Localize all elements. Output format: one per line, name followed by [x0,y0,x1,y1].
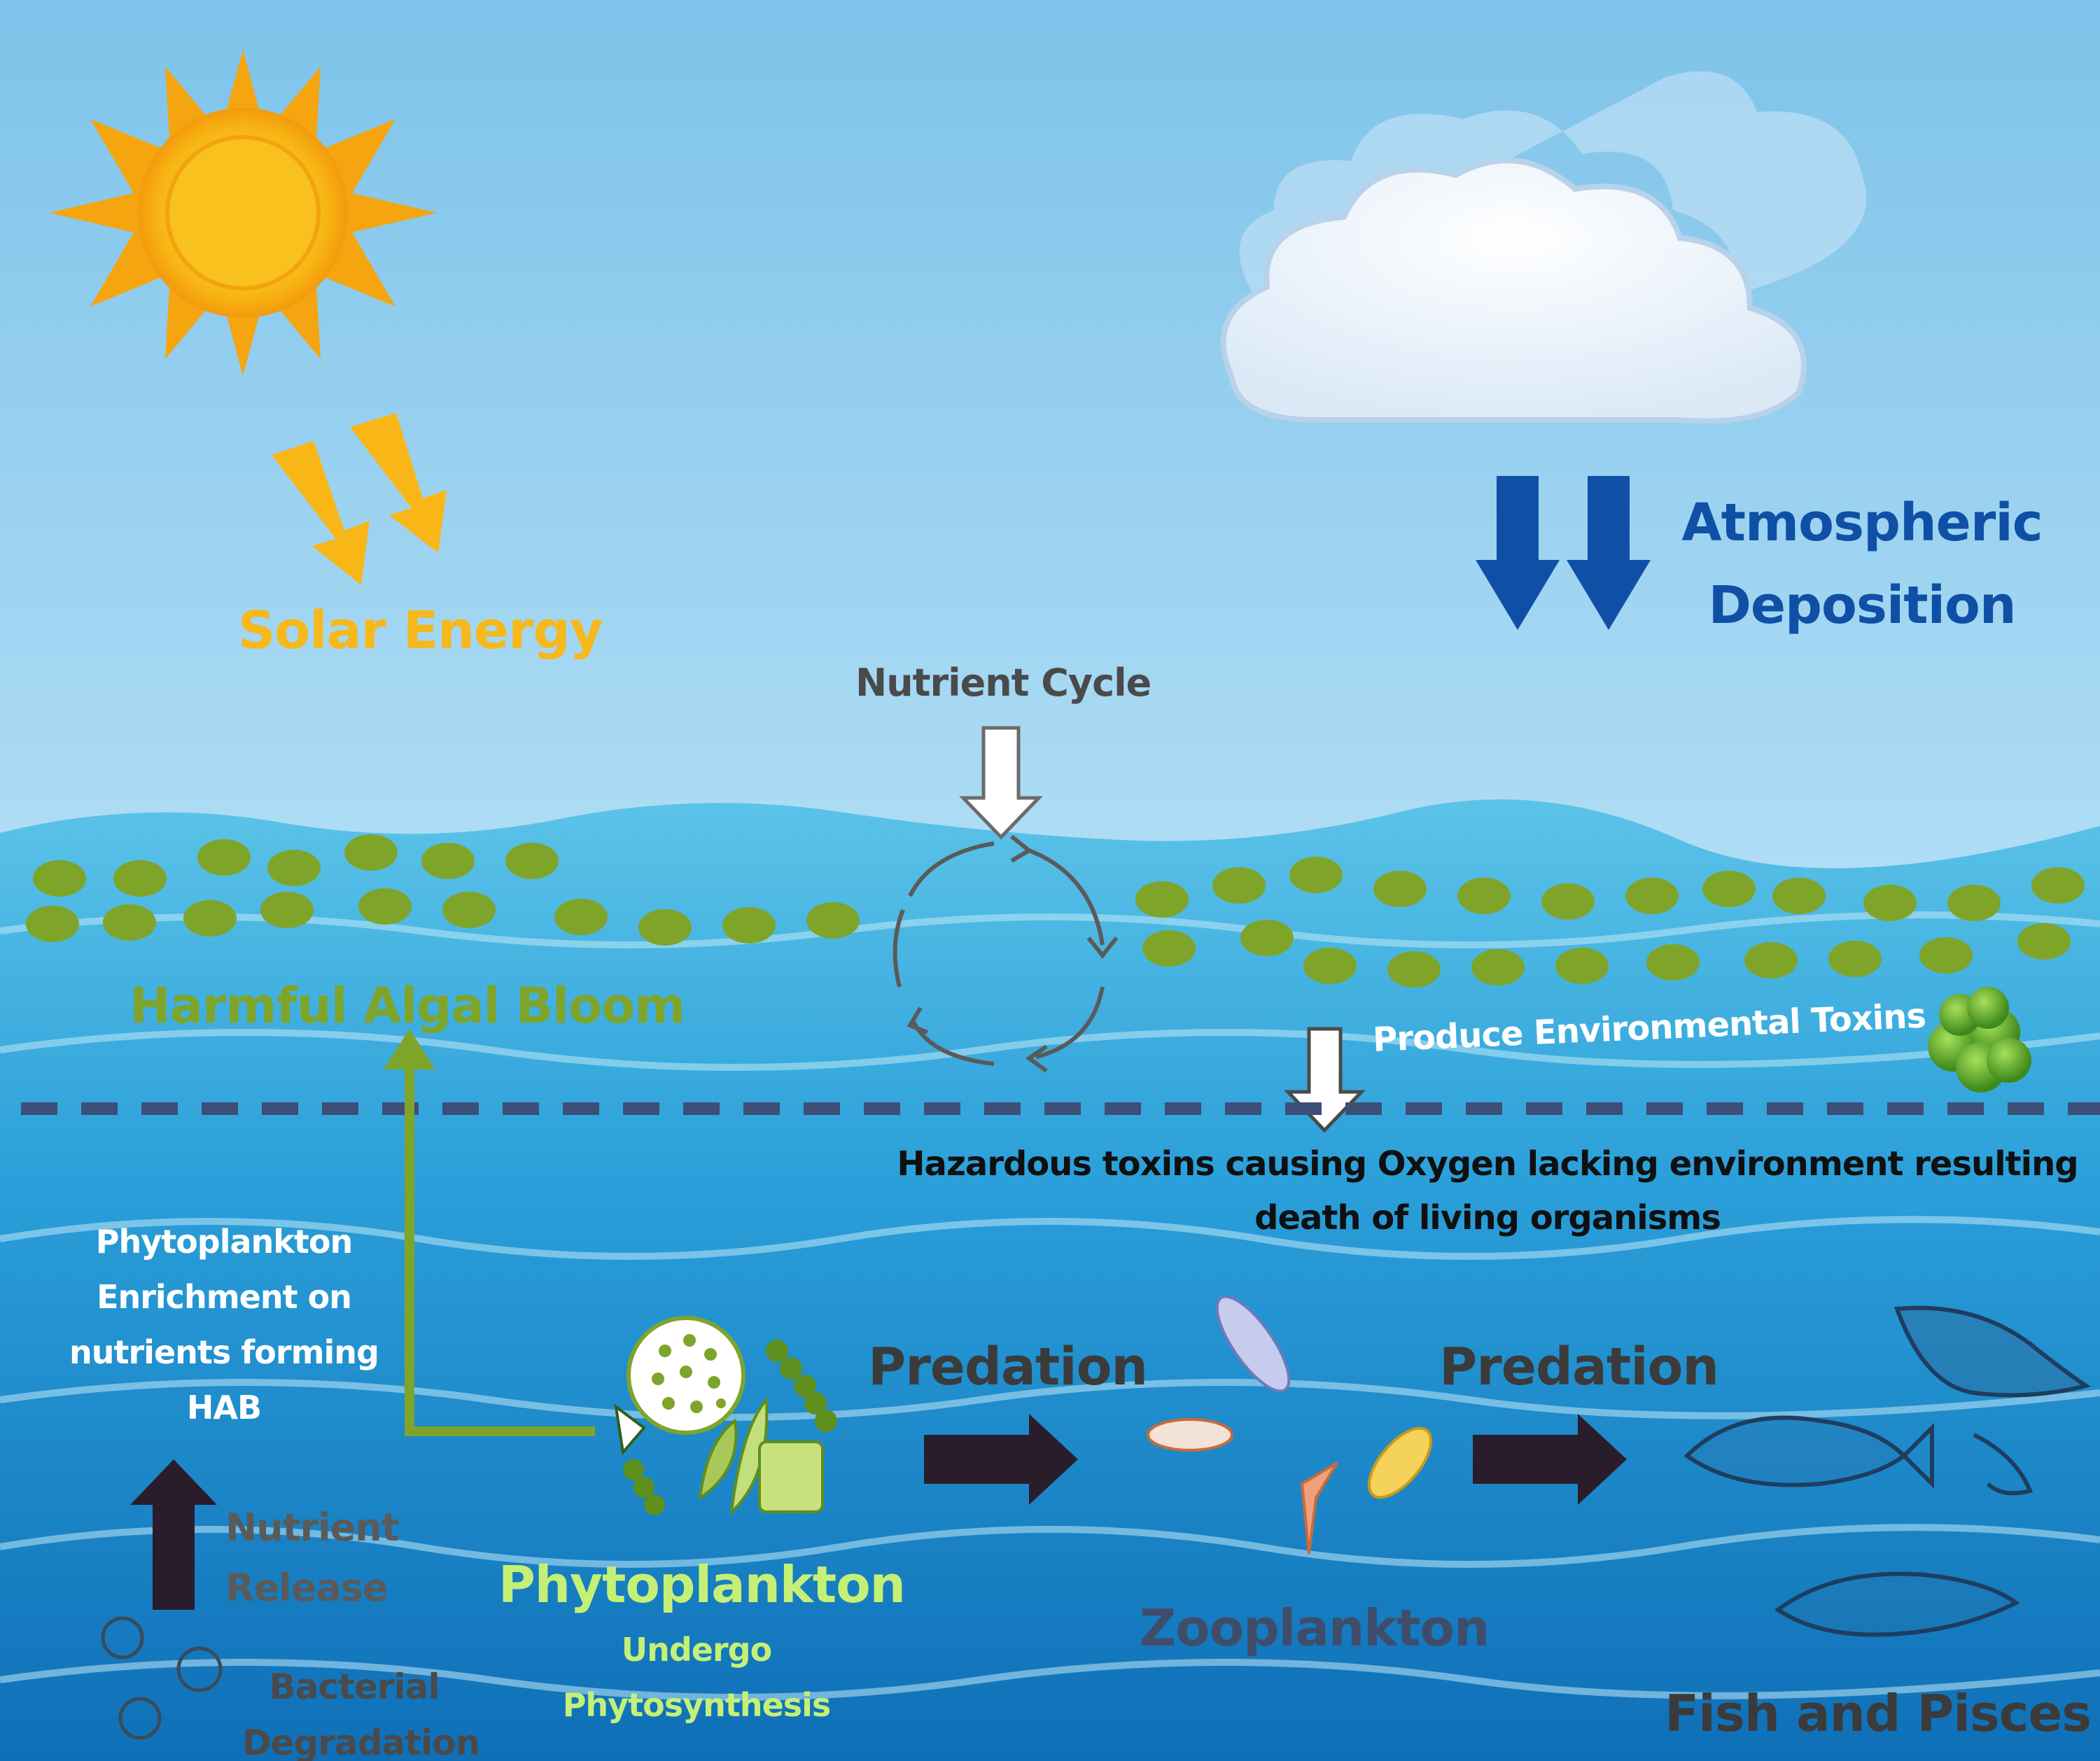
sun-icon [49,50,437,376]
algal-bloom-patches [26,834,2085,988]
fish-icon [1684,1305,2092,1637]
enrichment-line-3: nutrients forming [69,1333,379,1372]
water-body [0,799,2100,1761]
predation-label-2: Predation [1439,1337,1719,1397]
harmful-algal-bloom-label: Harmful Algal Bloom [130,977,685,1034]
phytoplankton-label: Phytoplankton [498,1555,906,1614]
fish-and-pisces-label: Fish and Pisces [1665,1684,2092,1743]
phytoplankton-enrichment-label: Phytoplankton Enrichment on nutrients fo… [42,1214,406,1436]
atmospheric-line-1: Atmospheric [1681,493,2043,553]
nutrient-release-arrow-icon [130,1459,217,1610]
nutrient-cycle-arrow-icon [959,726,1043,840]
hazard-line-2: death of living organisms [1254,1198,1721,1237]
solar-arrows-icon [272,413,447,585]
enrichment-line-2: Enrichment on [97,1278,352,1317]
zooplankton-label: Zooplankton [1140,1599,1490,1657]
undergo-line-1: Undergo [621,1631,772,1669]
hab-up-arrow-icon [384,1029,595,1436]
phytoplankton-cluster-icon [614,1316,837,1516]
enrichment-line-4: HAB [186,1389,262,1427]
bacterial-line-2: Degradation [242,1723,480,1761]
cloud-icon [1220,71,1867,424]
nutrient-cycle-label: Nutrient Cycle [855,661,1152,705]
bacterial-degradation-label: Bacterial Degradation [242,1659,480,1761]
zooplankton-icon [1147,1295,1433,1555]
atmospheric-deposition-label: Atmospheric Deposition [1666,482,2058,647]
nutrient-release-line-1: Nutrient [225,1506,399,1550]
wave-lines [0,911,2100,1701]
bacteria-icon [101,1616,223,1740]
hazard-label: Hazardous toxins causing Oxygen lacking … [896,1137,2079,1245]
predation-arrow-2-icon [1473,1414,1627,1505]
nutrient-release-line-2: Release [225,1566,388,1611]
undergo-photosynthesis-label: Undergo Phytosynthesis [532,1622,861,1733]
hazard-line-1: Hazardous toxins causing Oxygen lacking … [897,1144,2078,1184]
deposition-arrows-icon [1476,476,1651,630]
recycle-arrows-icon [892,834,1119,1073]
algae-cluster-icon [1928,987,2031,1093]
solar-energy-label: Solar Energy [238,601,603,661]
enrichment-line-1: Phytoplankton [95,1223,353,1261]
undergo-line-2: Phytosynthesis [562,1686,832,1725]
nutrient-release-label: Nutrient Release [225,1498,399,1619]
bacterial-line-1: Bacterial [269,1667,440,1707]
predation-label-1: Predation [868,1337,1148,1397]
predation-arrow-1-icon [924,1414,1078,1505]
atmospheric-line-2: Deposition [1708,575,2016,636]
